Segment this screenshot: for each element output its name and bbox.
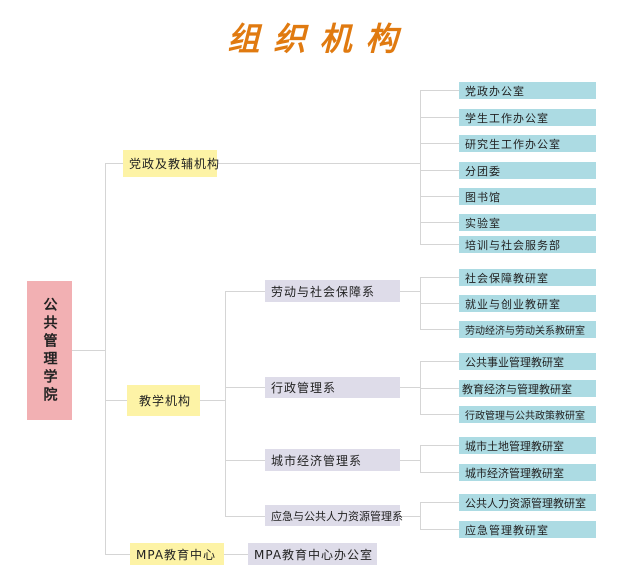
connector-line: [420, 414, 459, 415]
node-mpa: MPA教育中心: [130, 543, 224, 565]
connector-line: [420, 244, 459, 245]
unit-node: 实验室: [459, 214, 596, 231]
unit-node: 公共人力资源管理教研室: [459, 494, 596, 511]
unit-node: 社会保障教研室: [459, 269, 596, 286]
connector-line: [420, 117, 459, 118]
connector-line: [420, 222, 459, 223]
connector-line: [420, 329, 459, 330]
dept-node: 劳动与社会保障系: [265, 280, 400, 302]
unit-node: 行政管理与公共政策教研室: [459, 406, 596, 423]
unit-node: 城市经济管理教研室: [459, 464, 596, 481]
mpa-office-node: MPA教育中心办公室: [248, 543, 377, 565]
unit-node: 城市土地管理教研室: [459, 437, 596, 454]
unit-node: 就业与创业教研室: [459, 295, 596, 312]
root-node: 公共管理学院: [27, 281, 72, 420]
dept-node: 行政管理系: [265, 377, 400, 398]
unit-node: 公共事业管理教研室: [459, 353, 596, 370]
connector-line: [420, 361, 459, 362]
dept-node: 应急与公共人力资源管理系: [265, 505, 403, 526]
connector-line: [420, 529, 459, 530]
dept-node: 城市经济管理系: [265, 449, 400, 471]
connector-line: [420, 445, 459, 446]
unit-node: 教育经济与管理教研室: [459, 380, 596, 397]
unit-node: 分团委: [459, 162, 596, 179]
unit-node: 党政办公室: [459, 82, 596, 99]
connector-line: [420, 143, 459, 144]
connector-line: [420, 90, 459, 91]
connector-line: [420, 170, 459, 171]
chart-title: 组织机构: [227, 20, 412, 58]
connector-line: [420, 502, 459, 503]
connector-line: [420, 472, 459, 473]
unit-node: 培训与社会服务部: [459, 236, 596, 253]
unit-node: 图书馆: [459, 188, 596, 205]
connector-line: [420, 277, 459, 278]
connector-line: [420, 303, 459, 304]
connector-line: [420, 388, 459, 389]
unit-node: 应急管理教研室: [459, 521, 596, 538]
unit-node: 学生工作办公室: [459, 109, 596, 126]
connector-line: [420, 196, 459, 197]
unit-node: 研究生工作办公室: [459, 135, 596, 152]
unit-node: 劳动经济与劳动关系教研室: [459, 321, 596, 338]
node-admin: 党政及教辅机构: [123, 150, 219, 177]
node-teaching: 教学机构: [127, 385, 200, 416]
root-label: 公共管理学院: [41, 296, 58, 405]
